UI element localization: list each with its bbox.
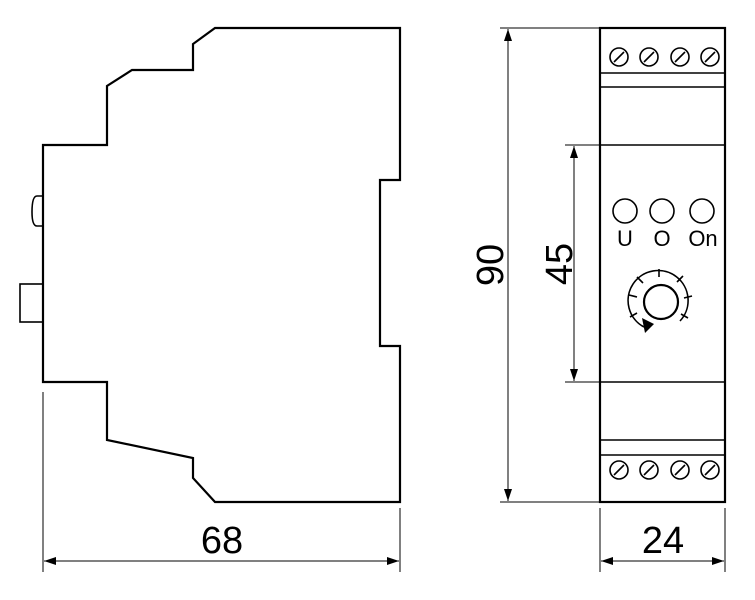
led-on-label: On: [688, 226, 717, 251]
terminal-screw-icon: [670, 47, 690, 67]
width-dimension-label: 68: [201, 520, 243, 562]
terminal-screw-icon: [609, 47, 629, 67]
indicator-leds: U O On: [612, 198, 718, 251]
terminal-screw-icon: [639, 460, 659, 480]
terminal-screw-icon: [700, 460, 720, 480]
side-view-outline: [41, 26, 402, 504]
inner-height-dimension: 45: [539, 144, 600, 383]
led-u-icon: [612, 198, 638, 224]
front-width-dimension-label: 24: [642, 520, 684, 562]
terminal-screw-icon: [700, 47, 720, 67]
side-view-rail-clip: [31, 195, 43, 227]
top-terminal-block: [609, 47, 720, 67]
front-view: U O On: [598, 26, 727, 504]
front-view-outline: [598, 26, 727, 504]
width-dimension: 68: [42, 392, 401, 572]
terminal-screw-icon: [609, 460, 629, 480]
led-o-icon: [649, 198, 675, 224]
side-view: [19, 26, 402, 504]
led-on-icon: [689, 198, 715, 224]
terminal-screw-icon: [670, 460, 690, 480]
led-u-label: U: [617, 226, 633, 251]
terminal-screw-icon: [639, 47, 659, 67]
led-o-label: O: [653, 226, 670, 251]
inner-height-dimension-label: 45: [539, 243, 581, 285]
front-width-dimension: 24: [599, 508, 726, 572]
bottom-terminal-block: [609, 460, 720, 480]
adjustment-knob-icon: [627, 269, 693, 333]
height-dimension-label: 90: [470, 244, 512, 286]
side-view-rail-latch: [19, 283, 44, 323]
height-dimension: 90: [470, 27, 600, 503]
